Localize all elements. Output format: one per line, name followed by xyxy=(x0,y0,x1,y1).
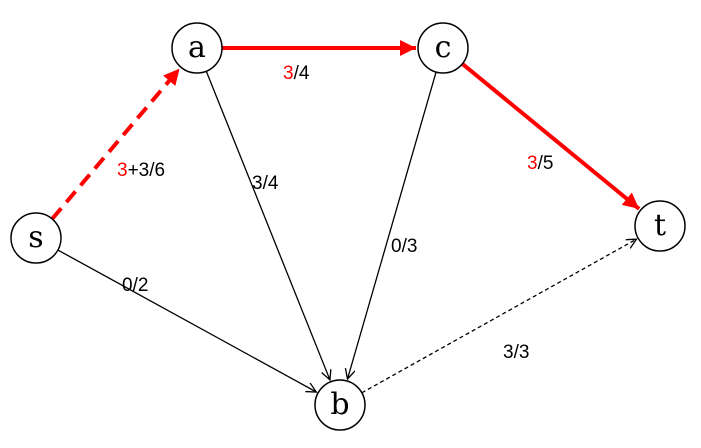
node-a: a xyxy=(171,22,223,74)
node-label: s xyxy=(28,220,43,255)
flow-capacity: +3/6 xyxy=(128,160,166,181)
edge-s-b xyxy=(57,249,316,392)
flow-capacity: 0/2 xyxy=(122,275,148,296)
node-c: c xyxy=(417,22,469,74)
edge-label-s-b: 0/2 xyxy=(122,275,148,296)
flow-increment: 3 xyxy=(527,153,538,174)
edge-b-t xyxy=(361,239,637,394)
node-circle xyxy=(171,22,223,74)
edge-s-a xyxy=(50,67,182,221)
edge-label-a-c: 3/4 xyxy=(283,63,310,84)
edge-c-b xyxy=(347,71,437,379)
node-circle xyxy=(634,200,686,252)
flow-capacity: 0/3 xyxy=(391,236,417,257)
edge-label-b-t: 3/3 xyxy=(503,342,529,363)
edge-label-s-a: 3+3/6 xyxy=(117,160,165,181)
node-circle xyxy=(10,212,62,264)
edge-a-b xyxy=(205,70,330,380)
edge-label-c-b: 0/3 xyxy=(391,236,417,257)
flow-capacity: 3/3 xyxy=(503,342,529,363)
edge-label-a-b: 3/4 xyxy=(252,173,279,194)
node-t: t xyxy=(634,200,686,252)
flow-capacity: /5 xyxy=(538,153,554,174)
node-label: a xyxy=(188,30,206,65)
node-b: b xyxy=(314,379,366,431)
node-circle xyxy=(314,379,366,431)
flow-increment: 3 xyxy=(283,63,294,84)
node-circle xyxy=(417,22,469,74)
node-s: s xyxy=(10,212,62,264)
edge-label-c-t: 3/5 xyxy=(527,153,553,174)
flow-increment: 3 xyxy=(117,160,128,181)
node-label: b xyxy=(330,387,349,422)
flow-capacity: 3/4 xyxy=(252,173,279,194)
node-label: t xyxy=(654,208,666,243)
node-label: c xyxy=(435,30,452,65)
edge-c-t xyxy=(461,62,641,211)
flow-capacity: /4 xyxy=(294,63,310,84)
